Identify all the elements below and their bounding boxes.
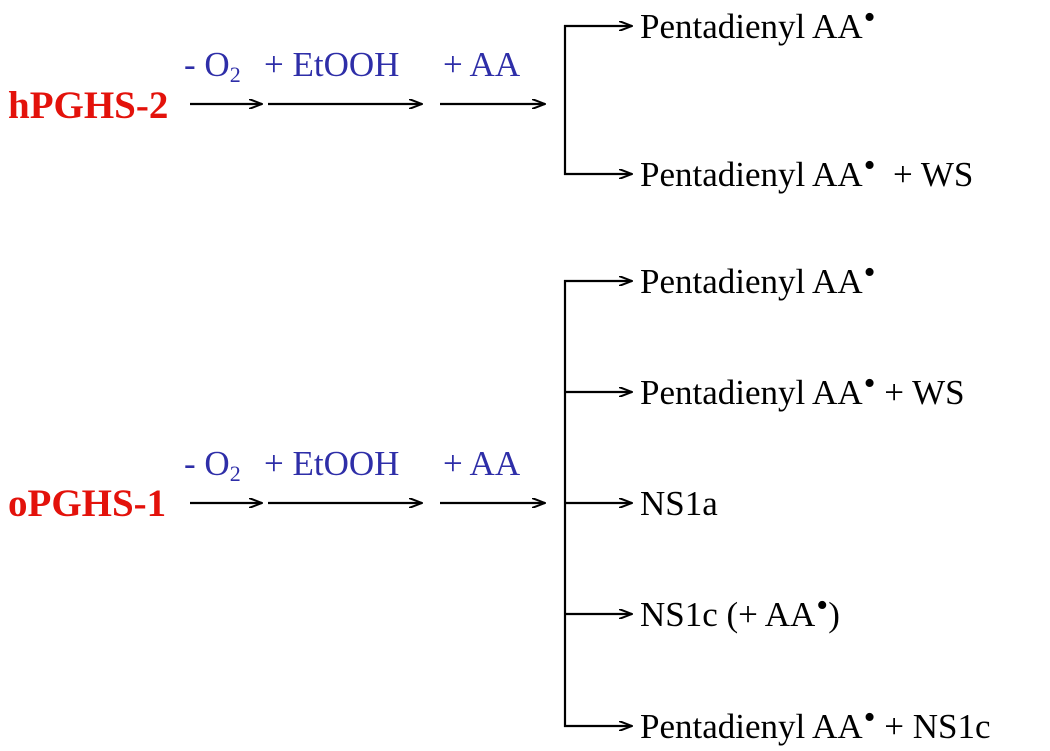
radical-dot: • [863,147,876,184]
step-text: - O [184,45,230,84]
product-text: Pentadienyl AA [640,155,863,194]
product-hpghs2-2: Pentadienyl AA• + WS [640,149,974,194]
step-label-hpghs2-etooh: + EtOOH [264,45,400,84]
product-text: Pentadienyl AA [640,262,863,301]
radical-dot: • [863,0,876,36]
product-text: Pentadienyl AA [640,7,863,46]
product-hpghs2-1: Pentadienyl AA• [640,1,876,46]
product-text: Pentadienyl AA [640,707,863,746]
product-text: NS1c (+ AA [640,595,816,634]
product-text: Pentadienyl AA [640,373,863,412]
product-opghs1-1: Pentadienyl AA• [640,256,876,301]
product-suffix: + NS1c [875,707,991,746]
enzyme-label-opghs1: oPGHS-1 [8,482,167,525]
product-opghs1-4: NS1c (+ AA•) [640,589,840,634]
product-opghs1-5: Pentadienyl AA• + NS1c [640,701,991,746]
step-label-opghs1-etooh: + EtOOH [264,444,400,483]
radical-dot: • [863,365,876,402]
step-subscript: 2 [229,461,241,486]
radical-dot: • [863,254,876,291]
product-suffix: + WS [875,155,974,194]
step-subscript: 2 [229,62,241,87]
step-label-hpghs2-deoxygenation: - O2 [184,45,241,86]
step-text: - O [184,444,230,483]
product-text: NS1a [640,484,718,523]
step-label-opghs1-aa: + AA [443,444,521,483]
radical-dot: • [816,587,829,624]
step-label-hpghs2-aa: + AA [443,45,521,84]
step-label-opghs1-deoxygenation: - O2 [184,444,241,485]
product-suffix: ) [828,595,840,634]
product-opghs1-3: NS1a [640,486,718,521]
radical-dot: • [863,699,876,736]
enzyme-label-hpghs2: hPGHS-2 [8,84,169,127]
product-opghs1-2: Pentadienyl AA• + WS [640,367,965,412]
product-suffix: + WS [875,373,965,412]
